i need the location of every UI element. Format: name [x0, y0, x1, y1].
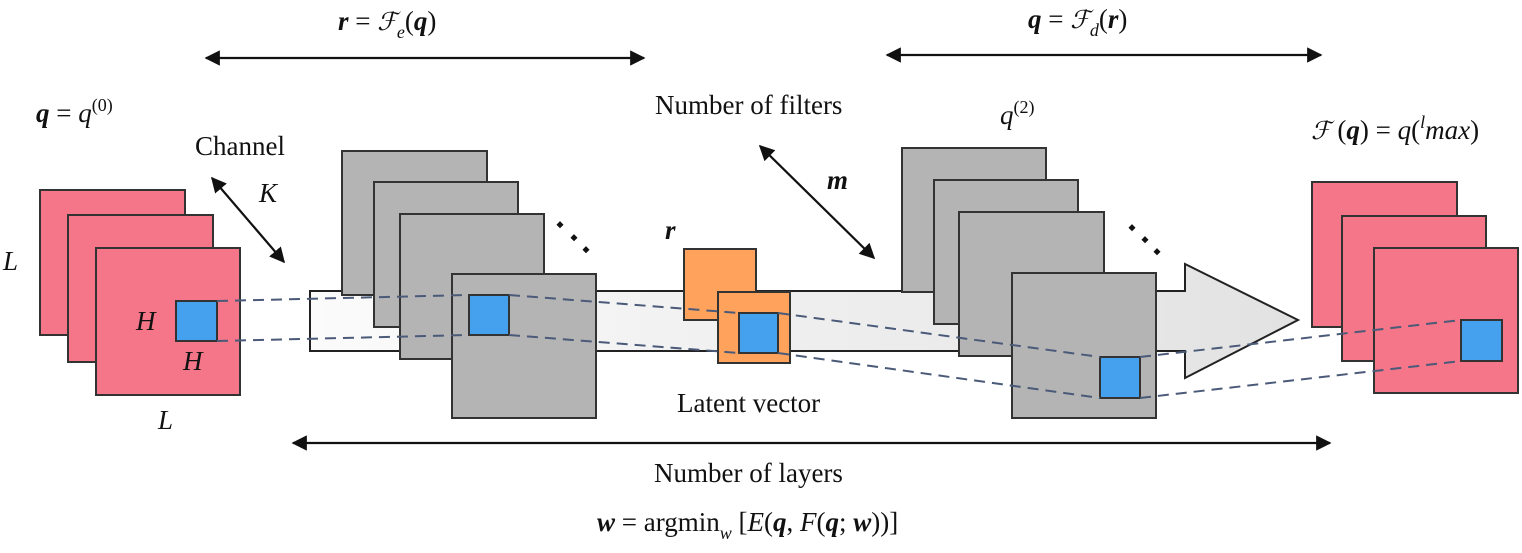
receptive-field-lines [216, 294, 1462, 399]
latent-symbol: r [665, 215, 676, 245]
output-equation: ℱ (q) = q(lmax) [1311, 112, 1480, 145]
input-kernel [175, 300, 218, 342]
decoder-ellipsis-icon [1128, 224, 1161, 256]
filters-label: Number of filters [655, 90, 843, 120]
latent-kernel [738, 312, 779, 354]
kernel-width-label: H [183, 346, 203, 376]
dashed-line [216, 334, 470, 342]
dashed-line [777, 312, 1101, 358]
decoder-kernel [1099, 356, 1141, 399]
decoder-stack [901, 147, 1157, 419]
input-height-label: L [3, 246, 19, 276]
decoder-layer-label: q(2) [1000, 97, 1035, 130]
kernel-height-label: H [136, 306, 156, 336]
encoder-stack [341, 150, 597, 419]
input-stack [39, 189, 241, 396]
dashed-line [216, 294, 470, 302]
encoder-equation: r = ℱe(q) [338, 6, 437, 42]
input-width-label: L [158, 405, 174, 435]
latent-vector-label: Latent vector [677, 388, 821, 418]
channel-arrow [210, 176, 286, 264]
filters-symbol: m [827, 165, 849, 195]
output-stack [1311, 181, 1519, 394]
filters-arrow [758, 144, 876, 260]
encoder-kernel [468, 294, 510, 336]
dashed-line [777, 352, 1101, 399]
input-map [95, 247, 241, 396]
dashed-line [508, 294, 740, 314]
latent-stack [683, 248, 791, 364]
decoder-equation: q = ℱd(r) [1028, 4, 1128, 40]
layers-label: Number of layers [654, 458, 843, 488]
input-equation: q = q(0) [36, 95, 113, 128]
loss-equation: w = argminw [E(q, F(q; w))] [597, 507, 899, 543]
channel-label: Channel [195, 131, 285, 161]
output-kernel [1460, 319, 1503, 362]
encoder-ellipsis-icon [556, 221, 590, 254]
channel-symbol: K [259, 178, 278, 208]
dashed-line [508, 334, 740, 354]
